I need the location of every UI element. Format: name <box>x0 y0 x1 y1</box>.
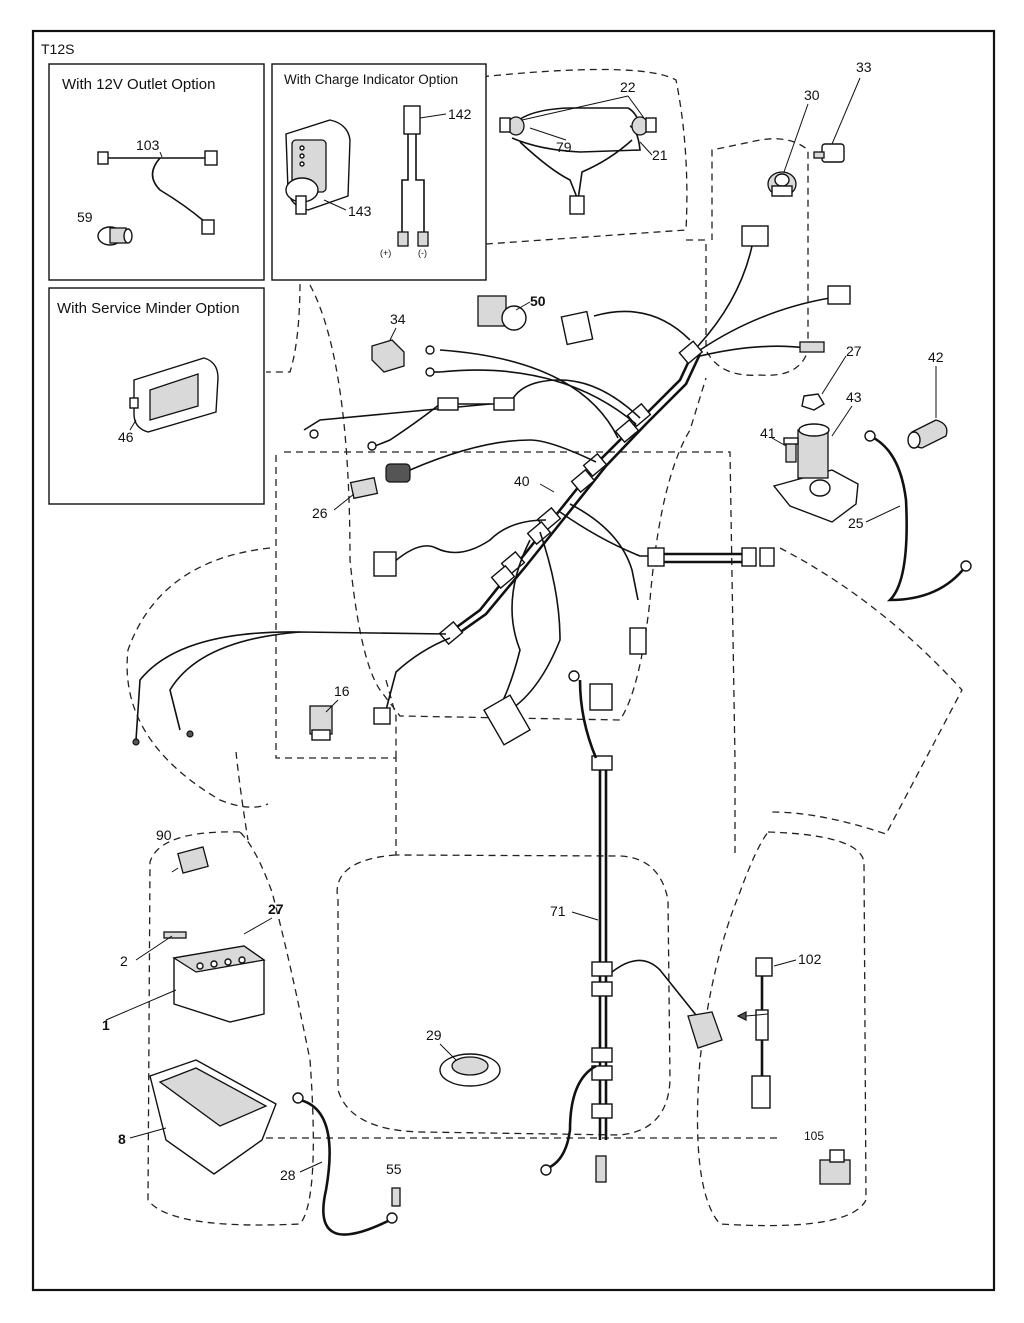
callout-2: 2 <box>120 953 128 969</box>
battery-tray-8 <box>149 1059 277 1175</box>
cable-25 <box>864 430 972 602</box>
boot-42 <box>907 419 948 449</box>
diagram-code: T12S <box>41 41 74 57</box>
callout-46: 46 <box>118 429 134 445</box>
inset-12v-outlet-title: With 12V Outlet Option <box>62 76 215 93</box>
callout-26: 26 <box>312 505 328 521</box>
outlet-socket-59 <box>97 226 133 246</box>
ignition-key-33 <box>813 143 845 163</box>
harness-71 <box>540 670 723 1183</box>
nut-27 <box>801 393 825 411</box>
headlight-connector <box>569 195 585 215</box>
battery-1 <box>172 945 266 1023</box>
inset-charge-indicator-title: With Charge Indicator Option <box>284 72 458 87</box>
callout-27-bottom: 27 <box>268 901 284 917</box>
diagram-frame <box>31 29 996 1292</box>
relay-16 <box>309 705 333 741</box>
outlet-connector-left <box>97 151 109 165</box>
callout-25: 25 <box>848 515 864 531</box>
main-harness-40 <box>132 225 851 746</box>
callout-55: 55 <box>386 1161 402 1177</box>
ground-cable-28 <box>292 1092 398 1236</box>
callout-103: 103 <box>136 137 160 153</box>
pto-switch-50 <box>477 295 527 331</box>
outlet-connector-lower <box>201 219 215 235</box>
bolt-41 <box>783 437 799 463</box>
headlight-harness <box>499 107 657 215</box>
grommet-29 <box>439 1053 501 1087</box>
bolt-2 <box>163 931 187 939</box>
callout-33: 33 <box>856 59 872 75</box>
inset-12v-outlet-box <box>48 63 265 281</box>
inset-service-minder: With Service Minder Option 46 <box>48 287 265 505</box>
callout-41: 41 <box>760 425 776 441</box>
ignition-switch-30 <box>767 171 797 197</box>
polarity-negative-label: (-) <box>418 248 427 258</box>
service-minder-module-46 <box>129 357 219 433</box>
switch-105 <box>819 1149 851 1185</box>
callout-43: 43 <box>846 389 862 405</box>
callout-79: 79 <box>556 139 572 155</box>
fuse-26 <box>349 476 379 500</box>
callout-42: 42 <box>928 349 944 365</box>
callout-40: 40 <box>514 473 530 489</box>
callout-143: 143 <box>348 203 372 219</box>
charge-indicator-harness-142 <box>397 105 429 247</box>
callout-16: 16 <box>334 683 350 699</box>
starter-solenoid-43 <box>772 423 859 523</box>
callout-59: 59 <box>77 209 93 225</box>
callout-71: 71 <box>550 903 566 919</box>
outlet-connector-right <box>204 150 218 166</box>
callout-22: 22 <box>620 79 636 95</box>
callout-102: 102 <box>798 951 822 967</box>
callout-27-top: 27 <box>846 343 862 359</box>
callout-28: 28 <box>280 1167 296 1183</box>
inset-12v-outlet: With 12V Outlet Option 103 59 <box>48 63 265 281</box>
callout-90: 90 <box>156 827 172 843</box>
charge-indicator-gauge-143 <box>285 119 351 215</box>
callout-142: 142 <box>448 106 472 122</box>
polarity-positive-label: (+) <box>380 248 391 258</box>
inset-service-minder-title: With Service Minder Option <box>57 300 240 317</box>
callout-105: 105 <box>804 1129 824 1143</box>
chassis-outline <box>126 68 963 1227</box>
switch-34 <box>371 339 405 373</box>
fuse-holder-102 <box>736 957 773 1109</box>
callout-8: 8 <box>118 1131 126 1147</box>
screw-55 <box>391 1187 401 1207</box>
outlet-wire-branch <box>151 157 206 223</box>
callout-21: 21 <box>652 147 668 163</box>
inset-charge-indicator: With Charge Indicator Option 143 142 (+)… <box>271 63 487 281</box>
callout-1: 1 <box>102 1017 110 1033</box>
callout-50: 50 <box>530 293 546 309</box>
callout-29: 29 <box>426 1027 442 1043</box>
callout-30: 30 <box>804 87 820 103</box>
callout-34: 34 <box>390 311 406 327</box>
sensor-90 <box>171 846 209 874</box>
